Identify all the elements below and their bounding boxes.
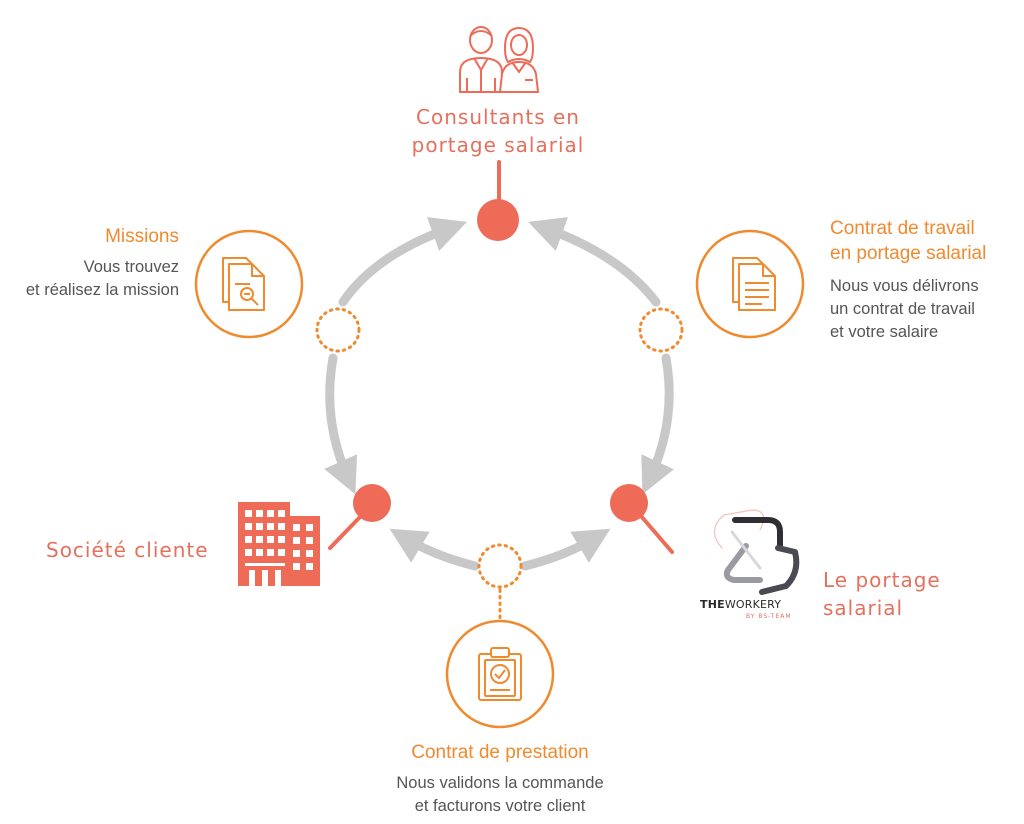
- contrat-travail-title-line1: Contrat de travail: [830, 218, 975, 239]
- contrat-travail-title-line2: en portage salarial: [830, 243, 987, 264]
- arrow-contrat-to-consultants: [528, 217, 661, 307]
- prestation-desc-line1: Nous validons la commande: [396, 774, 604, 792]
- contrat-travail-desc-line1: Nous vous délivrons: [830, 277, 979, 295]
- theworkery-brand-bold: THE: [700, 598, 725, 611]
- consultants-label: Consultants en portage salarial: [390, 103, 606, 159]
- theworkery-wordmark: THEWORKERY: [700, 598, 781, 611]
- prestation-title: Contrat de prestation: [411, 742, 589, 763]
- consultants-label-line2: portage salarial: [411, 133, 585, 157]
- arrow-prestation-to-client: [389, 528, 480, 571]
- missions-desc-line1: Vous trouvez: [83, 258, 179, 276]
- consultants-people-icon: [459, 26, 539, 93]
- arrow-contrat-to-portage: [641, 353, 674, 495]
- client-node: [353, 484, 391, 522]
- prestation-desc-line2: et facturons votre client: [414, 797, 586, 815]
- missions-dotted-connector: [315, 307, 361, 353]
- portage-node: [610, 484, 648, 522]
- portage-label: Le portage salarial: [823, 566, 941, 622]
- contrat-travail-dotted-connector: [638, 307, 684, 353]
- portage-stem: [639, 514, 674, 554]
- theworkery-byline: BY BS-TEAM: [746, 613, 792, 620]
- office-building-icon: [238, 502, 320, 586]
- document-icon: [732, 257, 776, 311]
- consultants-node: [477, 199, 519, 241]
- portage-label-line1: Le portage: [823, 568, 941, 592]
- theworkery-brand-light: WORKERY: [724, 598, 782, 611]
- arrow-missions-to-client: [324, 353, 358, 495]
- client-label: Société cliente: [46, 538, 209, 562]
- contrat-travail-title: Contrat de travail en portage salarial: [830, 216, 986, 266]
- node-stems: [328, 160, 674, 554]
- theworkery-logo: [713, 509, 800, 595]
- consultants-label-line1: Consultants en: [416, 105, 580, 129]
- cycle-arrows: [324, 217, 674, 571]
- document-search-icon: [222, 257, 265, 311]
- missions-desc-line2: et réalisez la mission: [25, 281, 179, 299]
- contrat-travail-desc-line3: et votre salaire: [830, 323, 939, 341]
- arrow-missions-to-consultants: [338, 217, 467, 307]
- clipboard-check-icon: [478, 647, 522, 701]
- arrow-prestation-to-portage: [520, 528, 611, 571]
- portage-label-line2: salarial: [823, 596, 904, 620]
- contrat-travail-desc: Nous vous délivrons un contrat de travai…: [830, 275, 979, 344]
- missions-title: Missions: [105, 226, 179, 247]
- client-stem: [328, 515, 362, 550]
- missions-desc: Vous trouvez et réalisez la mission: [26, 256, 179, 302]
- contrat-travail-desc-line2: un contrat de travail: [830, 300, 975, 318]
- prestation-dotted-connector: [477, 543, 523, 589]
- prestation-step-circle: [445, 619, 555, 729]
- prestation-desc: Nous validons la commande et facturons v…: [340, 772, 660, 818]
